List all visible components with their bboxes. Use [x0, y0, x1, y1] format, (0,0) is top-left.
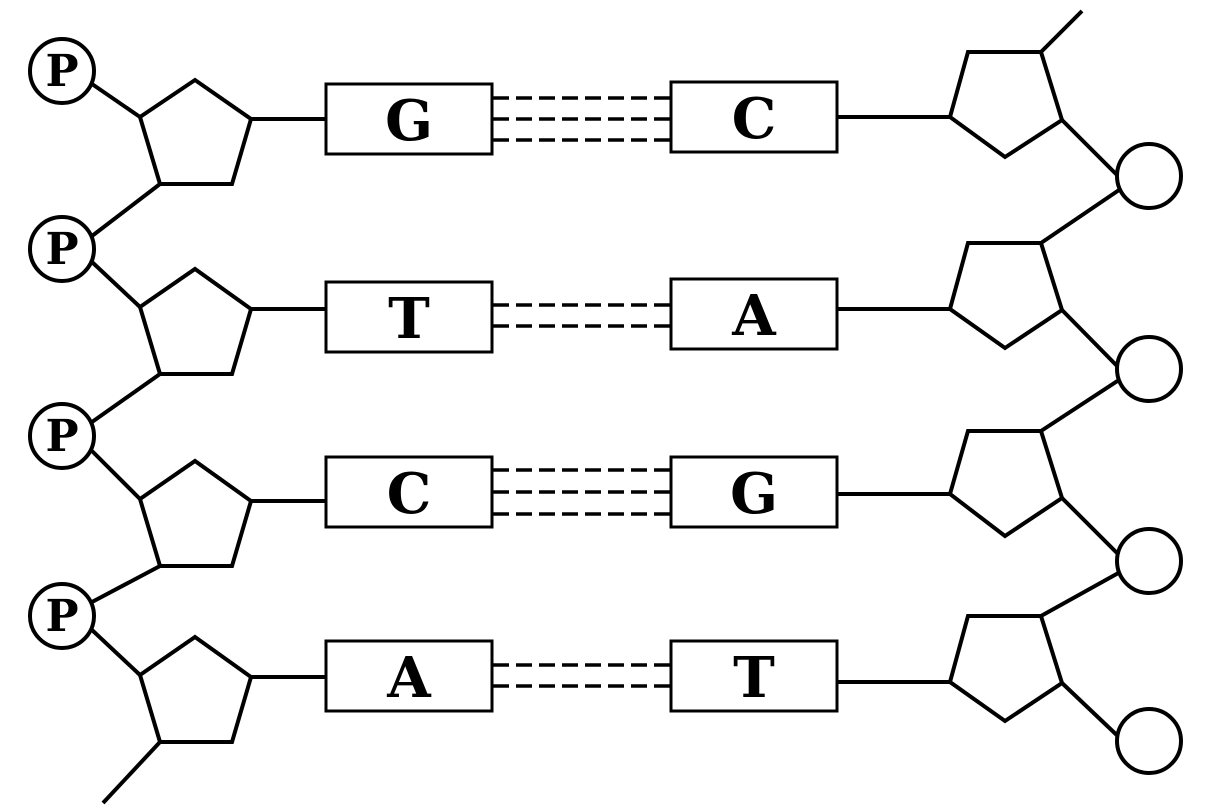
base-box: A — [324, 639, 494, 713]
phosphate-group: P — [28, 402, 96, 470]
left-sugars — [137, 77, 254, 744]
phosphate-group: P — [28, 582, 96, 650]
phosphate-group: P — [28, 37, 96, 105]
phosphate-label: P — [45, 411, 78, 462]
base-letter: G — [730, 461, 778, 527]
right-backbone-link — [1060, 118, 1124, 182]
base-box: T — [324, 280, 494, 354]
deoxyribose-pentagon — [947, 429, 1065, 539]
deoxyribose-pentagon — [947, 241, 1065, 351]
left-sugar-base-links — [251, 117, 326, 679]
phosphate-group: P — [28, 215, 96, 283]
right-backbone-link — [1060, 681, 1124, 742]
phosphate-circle — [1115, 707, 1183, 775]
phosphate-circle — [28, 37, 96, 105]
left-bases: G T C A — [324, 82, 494, 713]
right-backbone — [1039, 9, 1124, 742]
base-box: A — [669, 277, 839, 351]
base-rect — [669, 277, 839, 351]
right-backbone-link — [1039, 376, 1124, 433]
left-backbone-link — [90, 82, 142, 119]
phosphate-circle — [1115, 335, 1183, 403]
base-box: G — [669, 455, 839, 529]
right-backbone-link — [1040, 569, 1123, 618]
left-backbone-link — [90, 449, 142, 501]
base-rect — [324, 82, 494, 156]
deoxyribose-pentagon — [137, 77, 254, 186]
phosphate-circle — [28, 582, 96, 650]
base-box: T — [669, 639, 839, 713]
base-letter: G — [385, 88, 433, 154]
base-box: C — [324, 455, 494, 529]
deoxyribose-pentagon — [947, 614, 1065, 724]
right-bases: C A G T — [669, 80, 839, 713]
left-backbone-link — [90, 372, 162, 424]
deoxyribose-pentagon — [947, 50, 1065, 160]
base-letter: C — [387, 461, 432, 527]
left-backbone-link — [90, 260, 142, 309]
right-strand-end — [1039, 9, 1084, 54]
phosphate-circle — [1115, 527, 1183, 595]
hydrogen-bonds — [493, 96, 670, 688]
left-strand-end — [101, 740, 162, 805]
base-rect — [324, 280, 494, 354]
left-backbone-link — [90, 182, 162, 238]
phosphate-circle — [1115, 142, 1183, 210]
right-sugar-base-links — [837, 115, 950, 684]
base-rect — [324, 639, 494, 713]
phosphate-circle — [28, 402, 96, 470]
phosphate-label: P — [45, 591, 78, 642]
base-letter: C — [732, 86, 777, 152]
deoxyribose-pentagon — [137, 634, 254, 744]
phosphate-label: P — [45, 224, 78, 275]
base-rect — [669, 639, 839, 713]
left-backbone-link — [91, 564, 161, 604]
right-backbone-link — [1060, 308, 1124, 373]
left-backbone — [90, 82, 162, 805]
right-backbone-link — [1060, 496, 1124, 560]
deoxyribose-pentagon — [137, 266, 254, 376]
right-backbone-link — [1039, 186, 1124, 245]
base-box: C — [669, 80, 839, 154]
right-sugars — [947, 50, 1065, 724]
right-phosphates — [1115, 142, 1183, 775]
base-letter: A — [386, 645, 432, 711]
phosphate-circle — [28, 215, 96, 283]
deoxyribose-pentagon — [137, 458, 254, 568]
left-backbone-link — [90, 628, 142, 677]
base-box: G — [324, 82, 494, 156]
base-letter: T — [388, 286, 430, 352]
base-rect — [669, 80, 839, 154]
base-letter: T — [733, 645, 775, 711]
phosphate-label: P — [45, 46, 78, 97]
base-rect — [324, 455, 494, 529]
base-letter: A — [731, 283, 777, 349]
